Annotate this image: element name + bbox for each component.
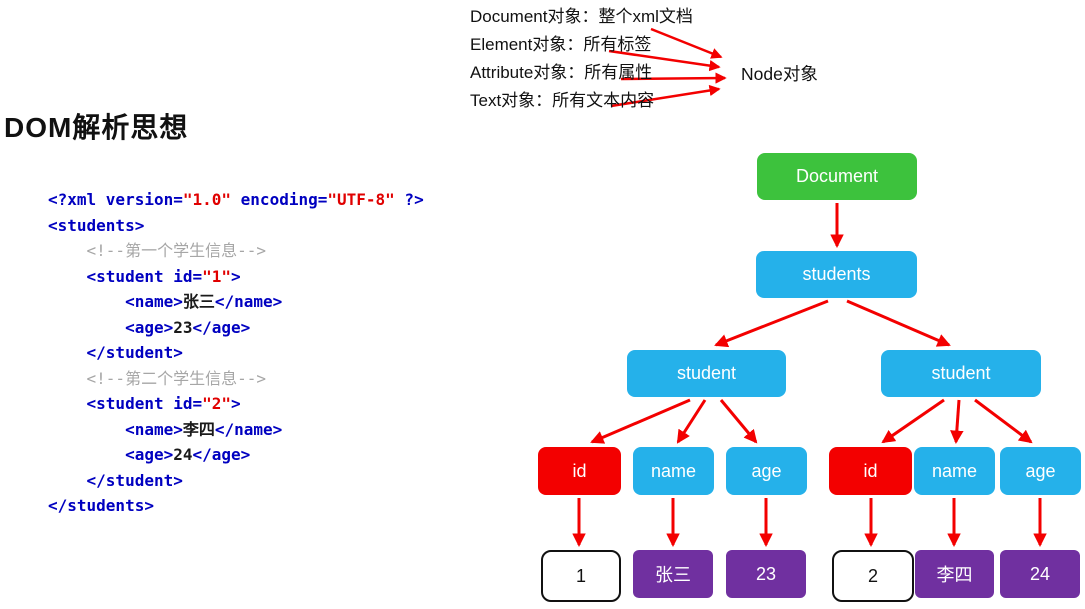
code-segment [48,267,87,286]
code-segment [48,292,125,311]
tree-leaf-name-value-left: 张三 [633,550,713,598]
arrow [676,399,707,444]
code-line: <age>24</age> [48,442,424,468]
code-line: </student> [48,340,424,366]
code-segment: 李四 [182,419,215,439]
code-segment: </name> [214,292,283,311]
code-segment: <age> [125,317,174,337]
code-line: <students> [48,213,424,239]
arrow [650,27,723,59]
code-segment: <student id= [86,266,203,286]
code-segment: "1" [202,266,232,286]
code-segment: <age> [125,445,174,464]
code-segment [48,445,125,464]
tree-node-student-left: student [627,350,786,397]
code-line: <!--第一个学生信息--> [48,238,424,264]
arrow [590,398,691,444]
arrow [846,299,951,347]
code-segment: 24 [173,445,193,464]
arrow [714,299,829,348]
code-line: <!--第二个学生信息--> [48,366,424,392]
code-segment [48,420,125,439]
code-line: <student id="2"> [48,391,424,417]
code-segment: <?xml version= [48,190,183,209]
code-segment: <students> [48,215,145,235]
code-segment: > [231,266,241,286]
legend-item-text: Text对象：所有文本内容 [470,91,655,110]
tree-node-document: Document [757,153,917,200]
code-line: <age>23</age> [48,315,424,341]
tree-node-age-left: age [726,447,807,495]
tree-leaf-id-value-right: 2 [832,550,914,602]
code-line: <?xml version="1.0" encoding="UTF-8" ?> [48,187,424,213]
legend-item-document: Document对象：整个xml文档 [470,7,693,26]
code-segment [48,471,87,490]
code-segment: "UTF-8" [327,190,395,209]
arrow [950,399,964,445]
arrow [881,398,945,444]
code-segment: > [231,394,241,413]
code-segment: </name> [214,419,283,439]
tree-node-name-right: name [914,447,995,495]
code-segment: <!--第二个学生信息--> [86,368,266,388]
code-segment: ?> [394,190,424,209]
page-title: DOM解析思想 [4,112,189,143]
code-line: <name>张三</name> [48,289,424,315]
code-segment [48,318,125,337]
code-segment [48,394,87,413]
code-segment: 张三 [182,292,215,311]
code-segment: </student> [86,343,183,362]
code-segment: <student id= [86,394,203,413]
tree-node-id-left: id [538,447,621,495]
code-segment: </age> [192,445,251,464]
tree-leaf-age-value-left: 23 [726,550,806,598]
code-segment: "1.0" [182,190,232,209]
arrow [974,398,1033,444]
arrow [719,399,758,444]
code-segment: </students> [48,496,154,515]
node-object-label: Node对象 [741,64,818,84]
tree-leaf-name-value-right: 李四 [915,550,994,598]
code-segment [48,241,87,260]
tree-node-id-right: id [829,447,912,495]
xml-code: <?xml version="1.0" encoding="UTF-8" ?><… [48,187,424,519]
code-segment: <name> [125,419,183,439]
code-segment: <name> [125,292,183,311]
tree-leaf-age-value-right: 24 [1000,550,1080,598]
code-segment: </student> [86,470,183,490]
code-line: </students> [48,493,424,519]
tree-node-age-right: age [1000,447,1081,495]
code-segment: "2" [202,394,232,413]
code-segment: </age> [192,317,251,337]
code-segment: encoding= [231,190,328,209]
code-segment [48,343,87,362]
code-segment [48,369,87,388]
code-segment: <!--第一个学生信息--> [86,241,266,260]
code-line: <name>李四</name> [48,417,424,443]
code-segment: 23 [173,317,193,337]
tree-node-name-left: name [633,447,714,495]
code-line: </student> [48,468,424,494]
tree-leaf-id-value-left: 1 [541,550,621,602]
tree-node-student-right: student [881,350,1041,397]
code-line: <student id="1"> [48,264,424,290]
legend-item-attribute: Attribute对象：所有属性 [470,63,653,82]
legend-item-element: Element对象：所有标签 [470,35,652,54]
tree-node-students: students [756,251,917,298]
